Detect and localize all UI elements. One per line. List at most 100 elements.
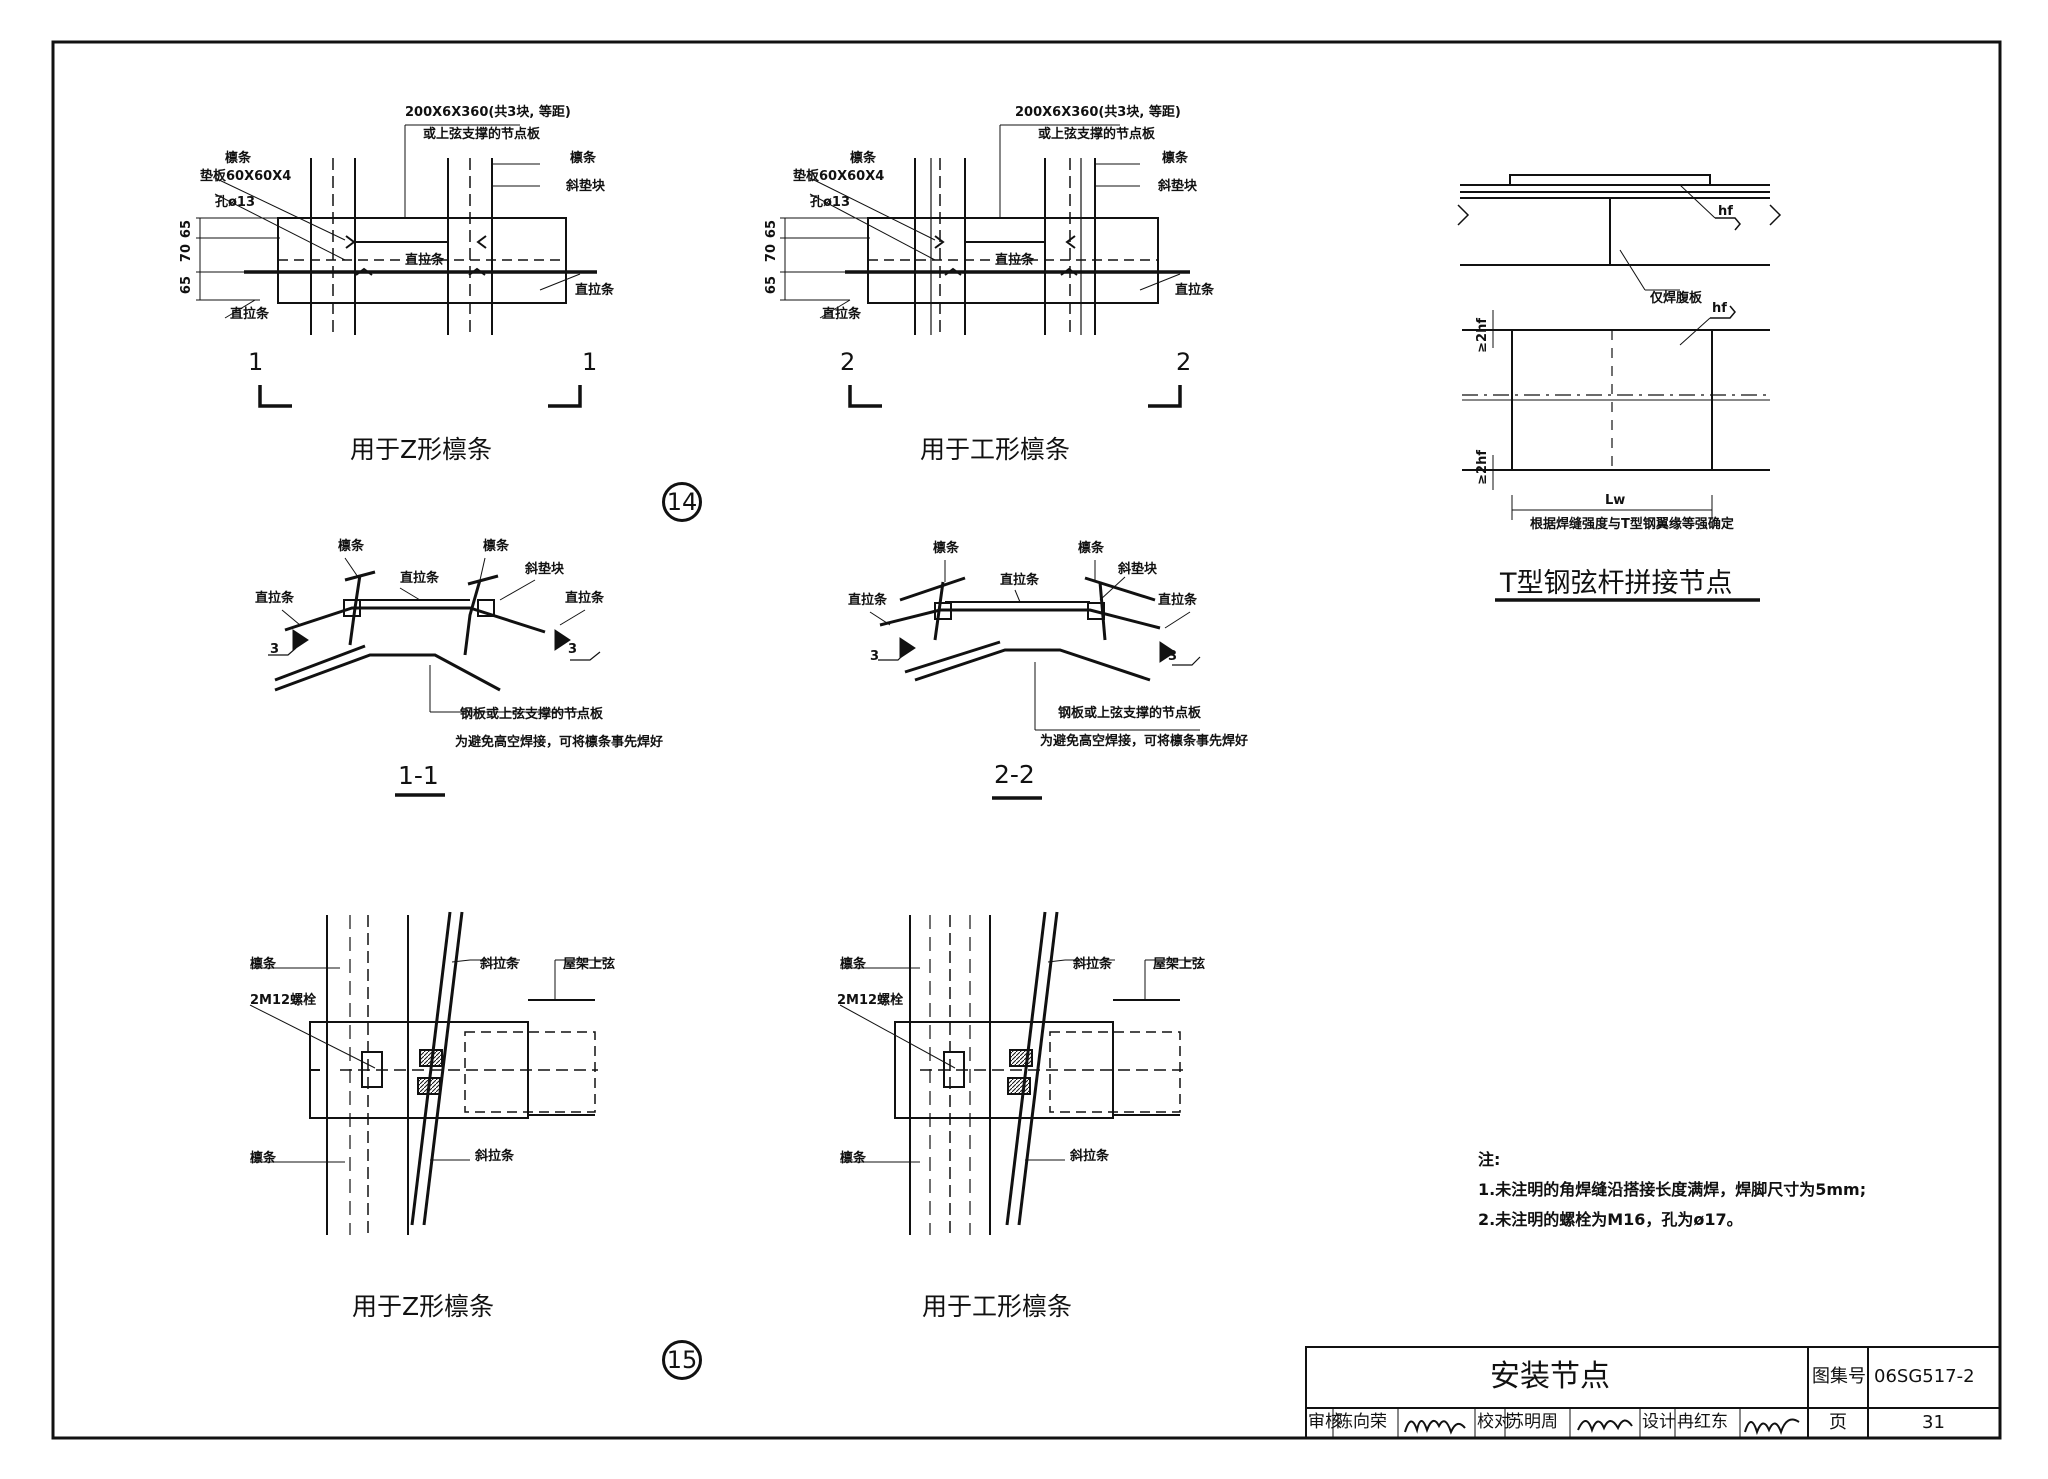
designer-signature bbox=[1744, 1418, 1800, 1436]
diagonal-tie-label: 斜拉条 bbox=[1070, 1149, 1110, 1164]
purlin-label: 檩条 bbox=[250, 1151, 277, 1166]
lw-label: Lw bbox=[1605, 493, 1626, 508]
detail-15-i-drawing bbox=[839, 911, 1195, 1235]
diagonal-brace-label: 斜垫块 bbox=[566, 179, 606, 194]
atlas-number: 06SG517-2 bbox=[1874, 1366, 1975, 1387]
bolts-label: 2M12螺栓 bbox=[250, 993, 317, 1008]
diagonal-tie-label: 斜拉条 bbox=[480, 957, 520, 972]
purlin-label: 檩条 bbox=[1078, 541, 1105, 556]
reviewer-signature bbox=[1404, 1419, 1466, 1435]
signatures bbox=[1404, 1418, 1800, 1436]
section-1-1-drawing bbox=[268, 557, 601, 797]
review-label: 审核 bbox=[1308, 1412, 1342, 1432]
diagonal-brace-label: 斜垫块 bbox=[1118, 562, 1158, 577]
caption-i-purlin-top: 用于工形檩条 bbox=[920, 435, 1071, 464]
two-hf-label-bottom: ≥2hf bbox=[1475, 450, 1490, 485]
purlin-label: 檩条 bbox=[1162, 151, 1189, 166]
weld-3-label: 3 bbox=[568, 642, 578, 657]
dim-65-label: 65 bbox=[179, 220, 194, 239]
straight-tie-label: 直拉条 bbox=[255, 591, 295, 606]
design-label: 设计 bbox=[1642, 1412, 1676, 1432]
hole-label: 孔ø13 bbox=[215, 195, 256, 210]
plate-dims-label: 200X6X360(共3块, 等距) bbox=[405, 105, 571, 120]
diagonal-tie-label: 斜拉条 bbox=[475, 1149, 515, 1164]
caption-i-purlin-bottom: 用于工形檩条 bbox=[922, 1292, 1073, 1321]
dim-65-label: 65 bbox=[764, 220, 779, 239]
detail-14-i-plan bbox=[780, 124, 1190, 408]
plate-dims-label: 200X6X360(共3块, 等距) bbox=[1015, 105, 1181, 120]
purlin-label: 檩条 bbox=[338, 539, 365, 554]
two-hf-label-top: ≥2hf bbox=[1475, 318, 1490, 353]
straight-tie-label: 直拉条 bbox=[575, 283, 615, 298]
t-note-label: 根据焊缝强度与T型钢翼缘等强确定 bbox=[1530, 517, 1734, 532]
dim-70-label: 70 bbox=[764, 244, 779, 263]
designer-name: 冉红东 bbox=[1677, 1412, 1728, 1432]
notes-heading: 注: bbox=[1478, 1150, 1501, 1169]
weld-3-label: 3 bbox=[270, 642, 280, 657]
section-1-1-title: 1-1 bbox=[398, 761, 439, 790]
dim-65-label: 65 bbox=[764, 276, 779, 295]
section-mark-1-right: 1 bbox=[582, 348, 598, 376]
reviewer-name: 陈向荣 bbox=[1336, 1412, 1387, 1432]
detail-14-z-plan bbox=[196, 124, 597, 408]
purlin-label: 檩条 bbox=[933, 541, 960, 556]
truss-top-chord-label: 屋架上弦 bbox=[1153, 957, 1206, 972]
dim-65-label: 65 bbox=[179, 276, 194, 295]
straight-tie-label: 直拉条 bbox=[405, 253, 445, 268]
web-only-weld-label: 仅焊腹板 bbox=[1650, 291, 1703, 306]
diagonal-brace-label: 斜垫块 bbox=[1158, 179, 1198, 194]
straight-tie-label: 直拉条 bbox=[230, 307, 270, 322]
hf-label: hf bbox=[1718, 204, 1733, 219]
purlin-label: 檩条 bbox=[570, 151, 597, 166]
steel-plate-note-label: 钢板或上弦支撑的节点板 bbox=[1058, 706, 1202, 721]
checker-name: 苏明周 bbox=[1507, 1412, 1558, 1432]
dim-70-label: 70 bbox=[179, 244, 194, 263]
section-2-2-title: 2-2 bbox=[994, 760, 1035, 789]
check-label: 校对 bbox=[1477, 1412, 1511, 1432]
diagonal-tie-label: 斜拉条 bbox=[1073, 957, 1113, 972]
detail-15-z-drawing bbox=[249, 911, 605, 1235]
straight-tie-label: 直拉条 bbox=[400, 571, 440, 586]
detail-15-bubble: 15 bbox=[662, 1340, 702, 1380]
pad-plate-label: 垫板60X60X4 bbox=[200, 169, 292, 184]
diagonal-brace-label: 斜垫块 bbox=[525, 562, 565, 577]
notes-line-2: 2.未注明的螺栓为M16，孔为ø17。 bbox=[1478, 1210, 1743, 1229]
title-block-grid bbox=[1305, 1346, 2001, 1439]
avoid-weld-note-label: 为避免高空焊接，可将檩条事先焊好 bbox=[1040, 734, 1249, 749]
bolts-label: 2M12螺栓 bbox=[837, 993, 904, 1008]
hole-label: 孔ø13 bbox=[810, 195, 851, 210]
straight-tie-label: 直拉条 bbox=[1158, 593, 1198, 608]
caption-z-purlin-bottom: 用于Z形檩条 bbox=[352, 1292, 495, 1321]
hf-label: hf bbox=[1712, 301, 1727, 316]
section-mark-1-left: 1 bbox=[248, 348, 264, 376]
drawing-title: 安装节点 bbox=[1490, 1359, 1610, 1394]
straight-tie-label: 直拉条 bbox=[848, 593, 888, 608]
purlin-label: 檩条 bbox=[840, 1151, 867, 1166]
pad-plate-label: 垫板60X60X4 bbox=[793, 169, 885, 184]
weld-3-label: 3 bbox=[1168, 649, 1178, 664]
plate-note-label: 或上弦支撑的节点板 bbox=[1038, 127, 1156, 142]
straight-tie-label: 直拉条 bbox=[995, 253, 1035, 268]
caption-z-purlin-top: 用于Z形檩条 bbox=[350, 435, 493, 464]
sheet-border bbox=[51, 40, 2002, 1440]
purlin-label: 檩条 bbox=[840, 957, 867, 972]
truss-top-chord-label: 屋架上弦 bbox=[563, 957, 616, 972]
t-chord-splice-drawing bbox=[1457, 174, 1782, 602]
purlin-label: 檩条 bbox=[850, 151, 877, 166]
plate-note-label: 或上弦支撑的节点板 bbox=[423, 127, 541, 142]
steel-plate-note-label: 钢板或上弦支撑的节点板 bbox=[460, 707, 604, 722]
section-mark-2-right: 2 bbox=[1176, 348, 1192, 376]
straight-tie-label: 直拉条 bbox=[565, 591, 605, 606]
straight-tie-label: 直拉条 bbox=[822, 307, 862, 322]
weld-3-label: 3 bbox=[870, 649, 880, 664]
section-mark-2-left: 2 bbox=[840, 348, 856, 376]
avoid-weld-note-label: 为避免高空焊接，可将檩条事先焊好 bbox=[455, 735, 664, 750]
section-2-2-drawing bbox=[869, 560, 1201, 800]
purlin-label: 檩条 bbox=[250, 957, 277, 972]
page-number: 31 bbox=[1922, 1412, 1945, 1433]
detail-14-bubble: 14 bbox=[662, 482, 702, 522]
t-chord-title: T型钢弦杆拼接节点 bbox=[1500, 568, 1733, 599]
checker-signature bbox=[1577, 1419, 1633, 1433]
purlin-label: 檩条 bbox=[483, 539, 510, 554]
